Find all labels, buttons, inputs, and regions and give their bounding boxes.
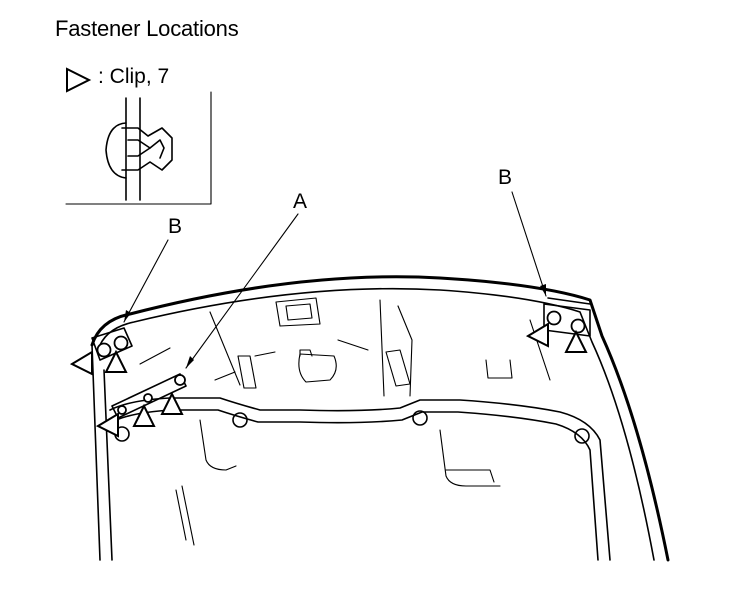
callout-b-right: B (498, 166, 513, 189)
clip-legend-triangle-icon (66, 67, 92, 93)
bracket-part-b-left (91, 327, 133, 361)
clip-detail-inset (65, 91, 212, 205)
clip-marker-icon (69, 350, 93, 376)
callout-b-left: B (168, 215, 183, 238)
callout-a: A (293, 190, 308, 213)
leader-lines (123, 191, 547, 369)
clip-markers (69, 322, 588, 438)
diagram-title: Fastener Locations (55, 16, 239, 41)
clip-marker-icon (525, 322, 549, 348)
clip-marker-icon (160, 391, 184, 415)
bracket-part-a (111, 373, 187, 419)
hood-inner-frame (109, 397, 611, 561)
clip-marker-icon (104, 349, 128, 373)
hood-outline (90, 275, 670, 562)
clip-marker-icon (132, 403, 156, 427)
clip-legend-label: : Clip, 7 (98, 65, 170, 88)
bracket-part-b-right (543, 303, 591, 337)
clip-marker-icon (95, 412, 119, 438)
clip-marker-icon (564, 329, 588, 353)
hood-ribs (139, 297, 551, 397)
